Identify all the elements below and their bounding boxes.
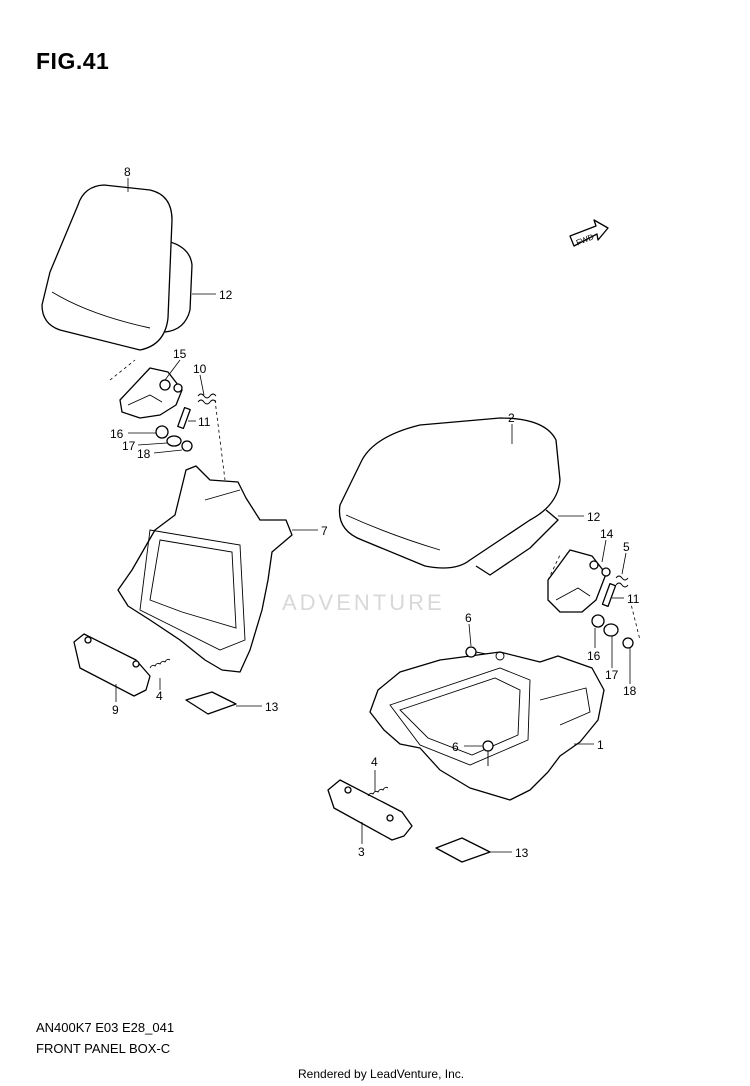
- part-16-washer: [591, 614, 605, 628]
- callout-12: 12: [587, 510, 601, 524]
- callout-6: 6: [465, 611, 472, 625]
- part-11-pin: [601, 582, 617, 608]
- callout-5: 5: [623, 540, 630, 554]
- callout-1: 1: [597, 738, 604, 752]
- callout-14: 14: [600, 527, 614, 541]
- alignment-line: [109, 359, 136, 381]
- part-17-grommet: [603, 623, 619, 637]
- fwd-arrow-icon: FWD: [569, 219, 609, 247]
- alignment-line: [629, 599, 641, 641]
- callout-4: 4: [371, 755, 378, 769]
- alignment-line: [214, 399, 226, 481]
- part-17-grommet: [166, 435, 182, 447]
- section-name: FRONT PANEL BOX-C: [36, 1041, 171, 1056]
- part-16-washer: [155, 425, 169, 439]
- part-11-pin: [177, 406, 191, 430]
- part-4-spring: [149, 658, 171, 669]
- part-15-hinge: [119, 367, 183, 419]
- callout-18: 18: [623, 684, 637, 698]
- part-18-nut: [181, 440, 193, 452]
- callout-13: 13: [515, 846, 529, 860]
- part-5-spring: [615, 575, 629, 588]
- part-2-lid: [338, 417, 561, 576]
- model-code: AN400K7 E03 E28_041: [36, 1020, 175, 1035]
- callout-13: 13: [265, 700, 279, 714]
- part-6-screw: [465, 646, 487, 658]
- part-14-hinge: [547, 549, 611, 613]
- part-6-screw: [482, 740, 494, 766]
- part-13-pad: [435, 837, 491, 863]
- part-7-box: [117, 465, 293, 673]
- part-18-nut: [622, 637, 634, 649]
- callout-16: 16: [110, 427, 124, 441]
- callout-6: 6: [452, 740, 459, 754]
- callout-16: 16: [587, 649, 601, 663]
- callout-17: 17: [605, 668, 619, 682]
- watermark-text: ADVENTURE: [282, 590, 445, 615]
- callout-12: 12: [219, 288, 233, 302]
- callout-17: 17: [122, 439, 136, 453]
- render-credit: Rendered by LeadVenture, Inc.: [298, 1067, 465, 1081]
- part-9-latch: [73, 633, 151, 697]
- callout-2: 2: [508, 411, 515, 425]
- callout-15: 15: [173, 347, 187, 361]
- part-1-box: [369, 651, 605, 801]
- callout-7: 7: [321, 524, 328, 538]
- callout-10: 10: [193, 362, 207, 376]
- callout-3: 3: [358, 845, 365, 859]
- part-13-pad: [185, 691, 237, 715]
- part-8-lid: [41, 184, 193, 351]
- figure-title: FIG.41: [36, 48, 110, 74]
- callout-18: 18: [137, 447, 151, 461]
- part-3-latch: [327, 779, 413, 841]
- callout-11: 11: [627, 592, 640, 606]
- callout-9: 9: [112, 703, 119, 717]
- part-10-spring: [197, 393, 217, 405]
- part-4-spring: [367, 786, 389, 797]
- callout-leaders: [115, 178, 631, 853]
- callout-4: 4: [156, 689, 163, 703]
- callout-11: 11: [198, 415, 211, 429]
- callout-8: 8: [124, 165, 131, 179]
- alignment-line: [547, 554, 561, 581]
